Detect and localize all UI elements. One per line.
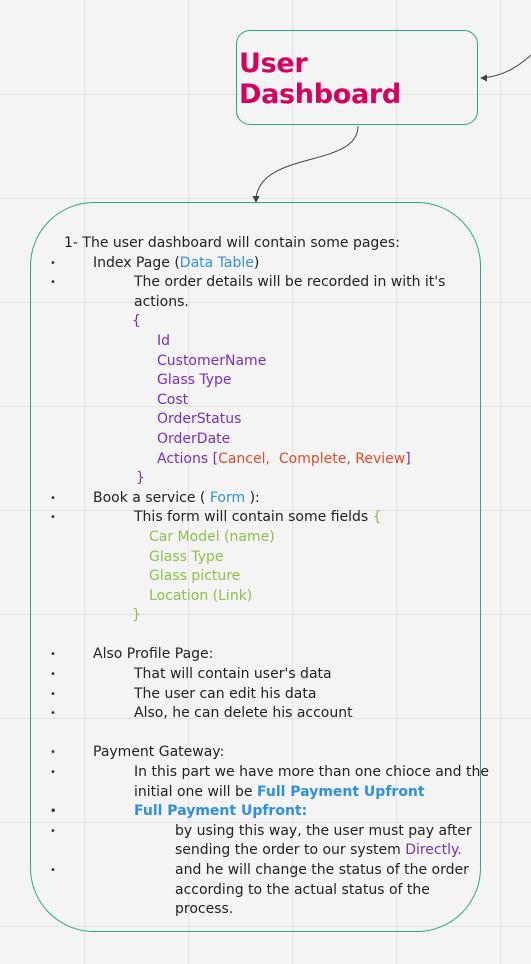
title-to-content-connector [255, 125, 359, 199]
form-close-brace: } [132, 607, 141, 624]
field-actions: Actions [Cancel, Complete, Review] [157, 450, 411, 467]
field-glass-type: Glass Type [157, 372, 232, 389]
field-id: Id [157, 332, 171, 349]
intro-line: 1- The user dashboard will contain some … [64, 235, 400, 251]
field-order-date: OrderDate [157, 430, 231, 447]
payment-sub-2-line-3: process. [175, 901, 234, 918]
directly-highlight: Directly. [405, 842, 462, 859]
full-payment-upfront-heading: Full Payment Upfront: [50, 802, 474, 822]
index-detail-line-2: actions. [134, 293, 189, 310]
field-cost: Cost [157, 391, 189, 408]
title-node[interactable]: User Dashboard [236, 30, 478, 125]
payment-sub-2-line-1: and he will change the status of the ord… [50, 861, 474, 881]
form-field-location: Location (Link) [149, 587, 253, 604]
index-close-brace: } [136, 470, 145, 487]
form-detail-line: This form will contain some fields { [50, 508, 474, 528]
content-text: 1- The user dashboard will contain some … [50, 234, 489, 920]
action-review: Review [355, 450, 406, 467]
full-payment-upfront-highlight: Full Payment Upfront [256, 783, 425, 800]
payment-detail-line: In this part we have more than one chioc… [50, 763, 489, 783]
profile-page-item: Also Profile Page: [50, 645, 474, 665]
book-service-item: Book a service ( Form ): [50, 489, 474, 509]
payment-detail-line-2: initial one will be Full Payment Upfront [134, 783, 425, 800]
field-customer-name: CustomerName [157, 352, 267, 369]
payment-gateway-item: Payment Gateway: [50, 743, 474, 763]
index-page-item: Index Page (Data Table) [50, 254, 474, 274]
form-field-car-model: Car Model (name) [149, 528, 275, 545]
action-cancel: Cancel [218, 450, 266, 467]
field-order-status: OrderStatus [157, 411, 242, 428]
index-open-brace: { [132, 313, 141, 330]
action-complete: Complete [278, 450, 347, 467]
incoming-connector [481, 54, 531, 79]
data-table-link: Data Table [179, 254, 254, 271]
payment-sub-2-line-2: according to the actual status of the [175, 881, 430, 898]
profile-detail-2: The user can edit his data [50, 685, 474, 705]
payment-sub-1-line-2: sending the order to our system Directly… [175, 842, 462, 859]
diagram-title: User Dashboard [239, 47, 401, 110]
payment-sub-1-line-1: by using this way, the user must pay aft… [50, 822, 474, 842]
index-detail-line: The order details will be recorded in wi… [50, 273, 474, 293]
incoming-arrowhead [480, 74, 487, 82]
form-field-glass-picture: Glass picture [149, 568, 241, 585]
content-arrowhead [252, 196, 260, 203]
content-node[interactable] [30, 202, 481, 932]
form-field-glass-type: Glass Type [149, 548, 224, 565]
profile-detail-3: Also, he can delete his account [50, 704, 474, 724]
profile-detail-1: That will contain user's data [50, 665, 474, 685]
form-link: Form [209, 489, 246, 506]
